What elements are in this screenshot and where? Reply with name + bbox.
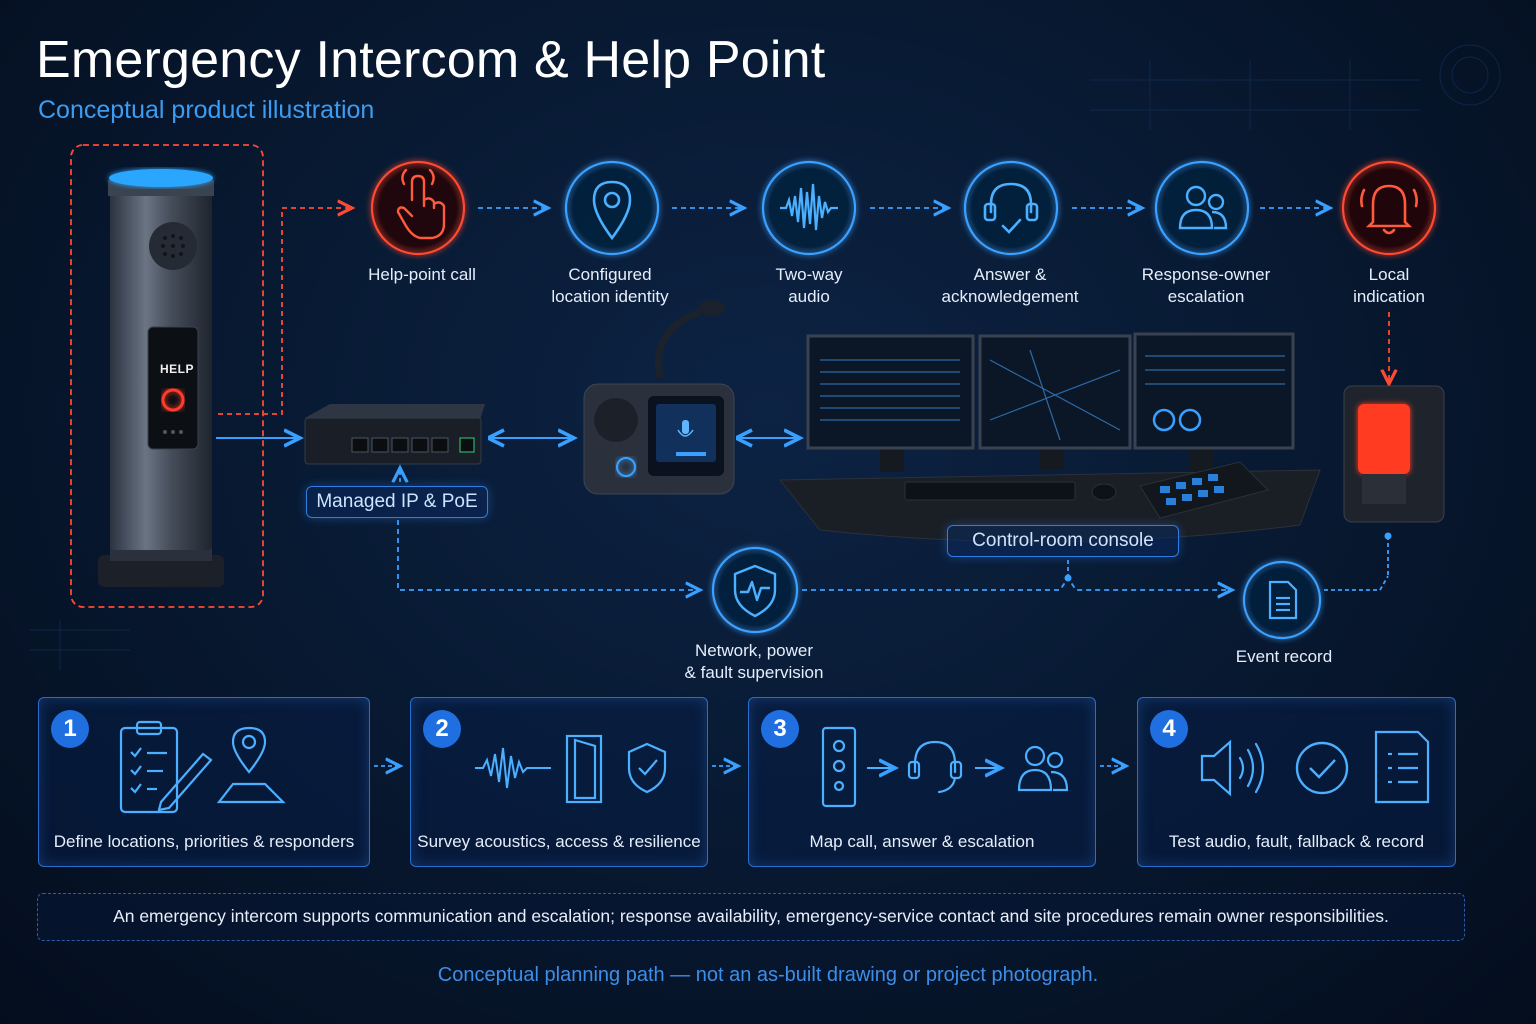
step-label-local-indication: Local indication xyxy=(1353,265,1425,306)
page-subtitle: Conceptual product illustration xyxy=(38,96,375,124)
footer-disclaimer: Conceptual planning path — not an as-bui… xyxy=(437,964,1099,986)
phase-label: Survey acoustics, access & resilience xyxy=(417,832,701,851)
phase-card-2: 2 Survey acoustics, access & resilience xyxy=(410,697,708,867)
phase-label: Map call, answer & escalation xyxy=(809,832,1035,851)
clipboard-checklist-icon xyxy=(119,720,213,814)
responsibility-note: An emergency intercom supports communica… xyxy=(113,906,1389,926)
check-circle-icon xyxy=(1295,741,1349,795)
shield-check-icon xyxy=(627,742,667,794)
location-pin-icon xyxy=(592,180,632,241)
supervision-node xyxy=(711,546,799,634)
document-icon xyxy=(1268,580,1298,620)
event-record-label: Event record xyxy=(1235,647,1333,666)
flow-step-local-indication xyxy=(1341,160,1437,256)
flow-step-location xyxy=(564,160,660,256)
map-pin-icon xyxy=(216,726,286,804)
phase-label: Define locations, priorities & responder… xyxy=(53,832,355,851)
desk-intercom-station xyxy=(583,300,735,495)
audio-wave-icon xyxy=(780,183,838,231)
step-label-answer: Answer & acknowledgement xyxy=(941,265,1079,306)
hand-pointer-icon xyxy=(396,168,446,240)
phase-1-icons xyxy=(119,720,286,814)
phase-arrow-1 xyxy=(374,756,410,776)
flow-step-audio xyxy=(761,160,857,256)
users-icon xyxy=(1178,185,1228,230)
phase-card-1: 1 Define locations, priorities & respond… xyxy=(38,697,370,867)
door-icon xyxy=(565,734,603,804)
flow-step-call xyxy=(370,160,466,256)
sound-wave-icon xyxy=(475,747,551,789)
phase-4-icons xyxy=(1200,730,1430,804)
phase-label: Test audio, fault, fallback & record xyxy=(1168,832,1425,851)
intercom-device-icon xyxy=(821,726,857,808)
phase-card-3: 3 Map call, answer & escalation xyxy=(748,697,1096,867)
network-switch xyxy=(304,404,485,465)
shield-pulse-icon xyxy=(733,564,777,618)
phase-arrow-2 xyxy=(712,756,748,776)
control-room-console xyxy=(778,332,1321,543)
flow-step-answer xyxy=(963,160,1059,256)
responsibility-note-box: An emergency intercom supports communica… xyxy=(37,893,1465,941)
phase-number: 2 xyxy=(423,710,461,748)
switch-tag: Managed IP & PoE xyxy=(306,486,488,518)
help-point-pillar xyxy=(70,144,264,608)
event-record-node xyxy=(1242,560,1322,640)
phase-3-icons xyxy=(821,726,1069,808)
supervision-label: Network, power & fault supervision xyxy=(684,641,824,682)
step-label-call: Help-point call xyxy=(368,265,476,284)
phase-arrow-3 xyxy=(1100,756,1136,776)
bell-icon xyxy=(1360,184,1418,235)
page-title: Emergency Intercom & Help Point xyxy=(36,31,826,89)
phase-number: 3 xyxy=(761,710,799,748)
users-icon xyxy=(1017,745,1069,792)
help-button-label: HELP xyxy=(160,362,195,376)
alarm-beacon xyxy=(1343,385,1445,523)
console-tag: Control-room console xyxy=(947,525,1179,557)
flow-step-escalation xyxy=(1154,160,1250,256)
headset-icon xyxy=(983,182,1039,234)
step-label-escalation: Response-owner escalation xyxy=(1141,265,1271,306)
phase-card-4: 4 Test audio, fault, fallback & record xyxy=(1137,697,1456,867)
step-label-audio: Two-way audio xyxy=(775,265,843,306)
phase-number: 4 xyxy=(1150,710,1188,748)
speaker-icon xyxy=(1200,739,1265,797)
headset-icon xyxy=(907,740,963,794)
step-label-location: Configured location identity xyxy=(551,265,669,306)
document-list-icon xyxy=(1374,730,1430,804)
phase-number: 1 xyxy=(51,710,89,748)
phase-2-icons xyxy=(475,734,667,804)
